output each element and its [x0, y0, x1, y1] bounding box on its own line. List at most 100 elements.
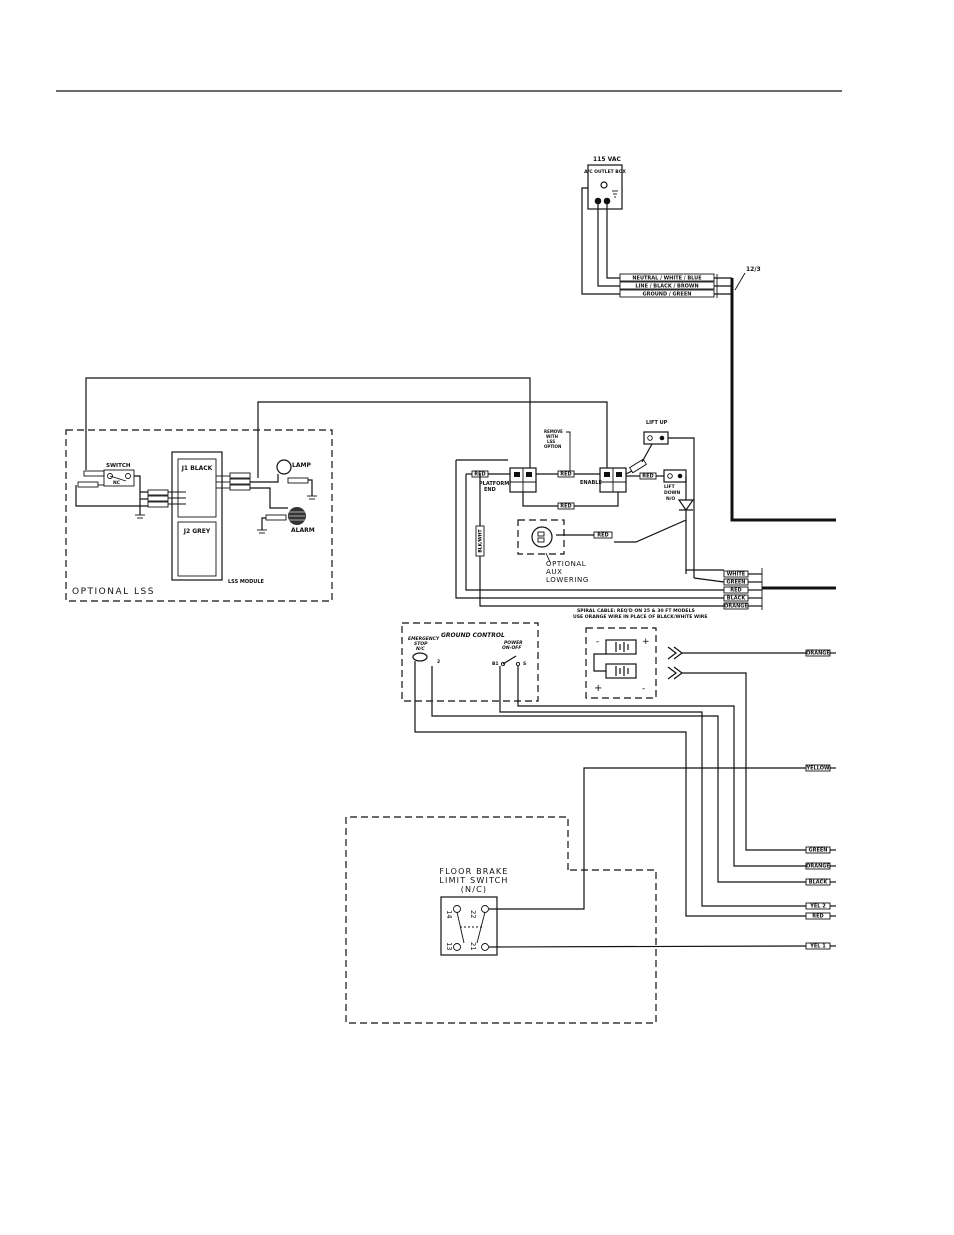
svg-text:ORANGE: ORANGE: [806, 651, 830, 657]
svg-text:RED: RED: [812, 914, 823, 920]
svg-text:RED: RED: [642, 474, 653, 480]
svg-text:GROUND / GREEN: GROUND / GREEN: [643, 292, 692, 298]
svg-text:YELLOW: YELLOW: [806, 766, 830, 772]
lamp-label: LAMP: [292, 462, 311, 469]
power-switch-icon: [502, 655, 517, 665]
optional-lss-section: OPTIONAL LSS SWITCH NC J1 BLACK J2 GREY: [65, 377, 608, 602]
terminal-13: 13: [445, 942, 453, 950]
lift-up-label: LIFT UP: [646, 420, 668, 426]
estop-button-icon: [412, 652, 428, 662]
terminal-22: 22: [469, 910, 477, 918]
battery-border: [585, 627, 657, 699]
connector-chevron-1: [667, 646, 677, 660]
svg-text:RED: RED: [560, 504, 571, 510]
lss-switch-label: SWITCH: [106, 463, 131, 469]
svg-text:NEUTRAL / WHITE / BLUE: NEUTRAL / WHITE / BLUE: [632, 276, 702, 282]
terminal-21: 21: [469, 942, 477, 950]
cable-tag-red: RED: [723, 586, 749, 594]
svg-text:YEL 1: YEL 1: [809, 944, 826, 950]
battery-minus-top: -: [596, 637, 599, 647]
battery-top-icon: [605, 639, 637, 655]
battery-plus-bottom: +: [594, 683, 602, 694]
outlet-box-label: A/C OUTLET BOX: [584, 169, 626, 175]
lss-module-outline: [171, 451, 223, 581]
power-terminal-s: S: [523, 661, 526, 667]
aux-lowering-box: [517, 519, 565, 555]
j2-connector: [177, 521, 217, 577]
svg-text:RED: RED: [560, 472, 571, 478]
right-tag-yel-1: YEL 1: [805, 942, 831, 950]
power-cable-heavy: [730, 278, 836, 522]
outlet-wire-neutral: NEUTRAL / WHITE / BLUE: [619, 273, 715, 282]
right-tag-green: GREEN: [805, 846, 831, 854]
ac-outlet-section: 115 VAC A/C OUTLET BOX NEUTRAL / WHITE /…: [581, 156, 836, 522]
ground-control-title: GROUND CONTROL: [441, 632, 505, 639]
outlet-terminal-top: [600, 181, 608, 189]
outlet-box: [587, 164, 623, 210]
svg-text:ORANGE: ORANGE: [806, 864, 830, 870]
lss-switch-nc: NC: [113, 480, 121, 486]
alarm-label: ALARM: [291, 527, 315, 534]
right-tag-red: RED: [805, 912, 831, 920]
battery-plus-top: +: [642, 637, 650, 647]
optional-lss-border: [65, 429, 333, 602]
estop-terminal-2: 2: [437, 659, 440, 665]
svg-text:BLK/WHT: BLK/WHT: [478, 528, 484, 552]
right-tag-orange-2: ORANGE: [805, 862, 831, 870]
cable-tag-white: WHITE: [723, 570, 749, 578]
svg-text:YEL 2: YEL 2: [809, 904, 826, 910]
outlet-terminal-left: [594, 197, 602, 205]
right-tag-black: BLACK: [805, 878, 831, 886]
floor-brake-title-2: LIMIT SWITCH: [439, 876, 508, 885]
connector-chevron-2: [667, 666, 677, 680]
svg-text:GREEN: GREEN: [727, 580, 746, 586]
svg-text:RED: RED: [597, 533, 608, 539]
floor-brake-title-1: FLOOR BRAKE: [439, 867, 508, 876]
floor-brake-border: [345, 816, 657, 1024]
enable-label: ENABLE: [580, 480, 602, 486]
ground-control-border: [401, 622, 539, 702]
j1-label: J1 BLACK: [181, 465, 213, 472]
svg-text:ORANGE: ORANGE: [724, 604, 748, 610]
cable-tag-green: GREEN: [723, 578, 749, 586]
battery-minus-bottom: -: [642, 684, 645, 694]
battery-bottom-icon: [605, 663, 637, 679]
floor-brake-switch: [440, 896, 498, 956]
svg-text:BLACK: BLACK: [809, 880, 829, 886]
svg-text:WHITE: WHITE: [727, 572, 746, 578]
svg-text:BLACK: BLACK: [727, 596, 747, 602]
outlet-title: 115 VAC: [593, 156, 621, 163]
power-terminal-b1: B1: [492, 661, 499, 667]
right-wire-tags: ORANGE YELLOW GREEN ORANGE BLACK YEL 2 R…: [805, 649, 836, 950]
right-tag-yel-2: YEL 2: [805, 902, 831, 910]
lss-switch: [103, 469, 135, 487]
lss-module-label: LSS MODULE: [228, 579, 265, 585]
battery-section: - + + -: [585, 627, 806, 851]
outlet-terminal-right: [603, 197, 611, 205]
outlet-cable-label: 12/3: [746, 266, 761, 273]
floor-brake-section: FLOOR BRAKE LIMIT SWITCH (N/C) 14 22 13 …: [345, 767, 807, 1024]
cable-tag-black: BLACK: [723, 594, 749, 602]
aux-lowering-motor: [531, 526, 553, 548]
optional-lss-title: OPTIONAL LSS: [72, 587, 155, 597]
terminal-14: 14: [445, 910, 453, 918]
svg-text:GREEN: GREEN: [809, 848, 828, 854]
cable-tag-orange: ORANGE: [723, 602, 749, 610]
right-tag-orange-1: ORANGE: [805, 649, 831, 657]
spiral-cable-note-1: SPIRAL CABLE: REQ'D ON 25 & 30 FT MODELS: [577, 608, 695, 614]
lamp-icon: [276, 459, 292, 475]
outlet-wire-line: LINE / BLACK / BROWN: [619, 281, 715, 290]
spiral-cable-note-2: USE ORANGE WIRE IN PLACE OF BLACK/WHITE …: [573, 614, 707, 620]
tag-blk-wht: BLK/WHT: [475, 525, 485, 557]
floor-brake-title-3: (N/C): [461, 885, 488, 894]
